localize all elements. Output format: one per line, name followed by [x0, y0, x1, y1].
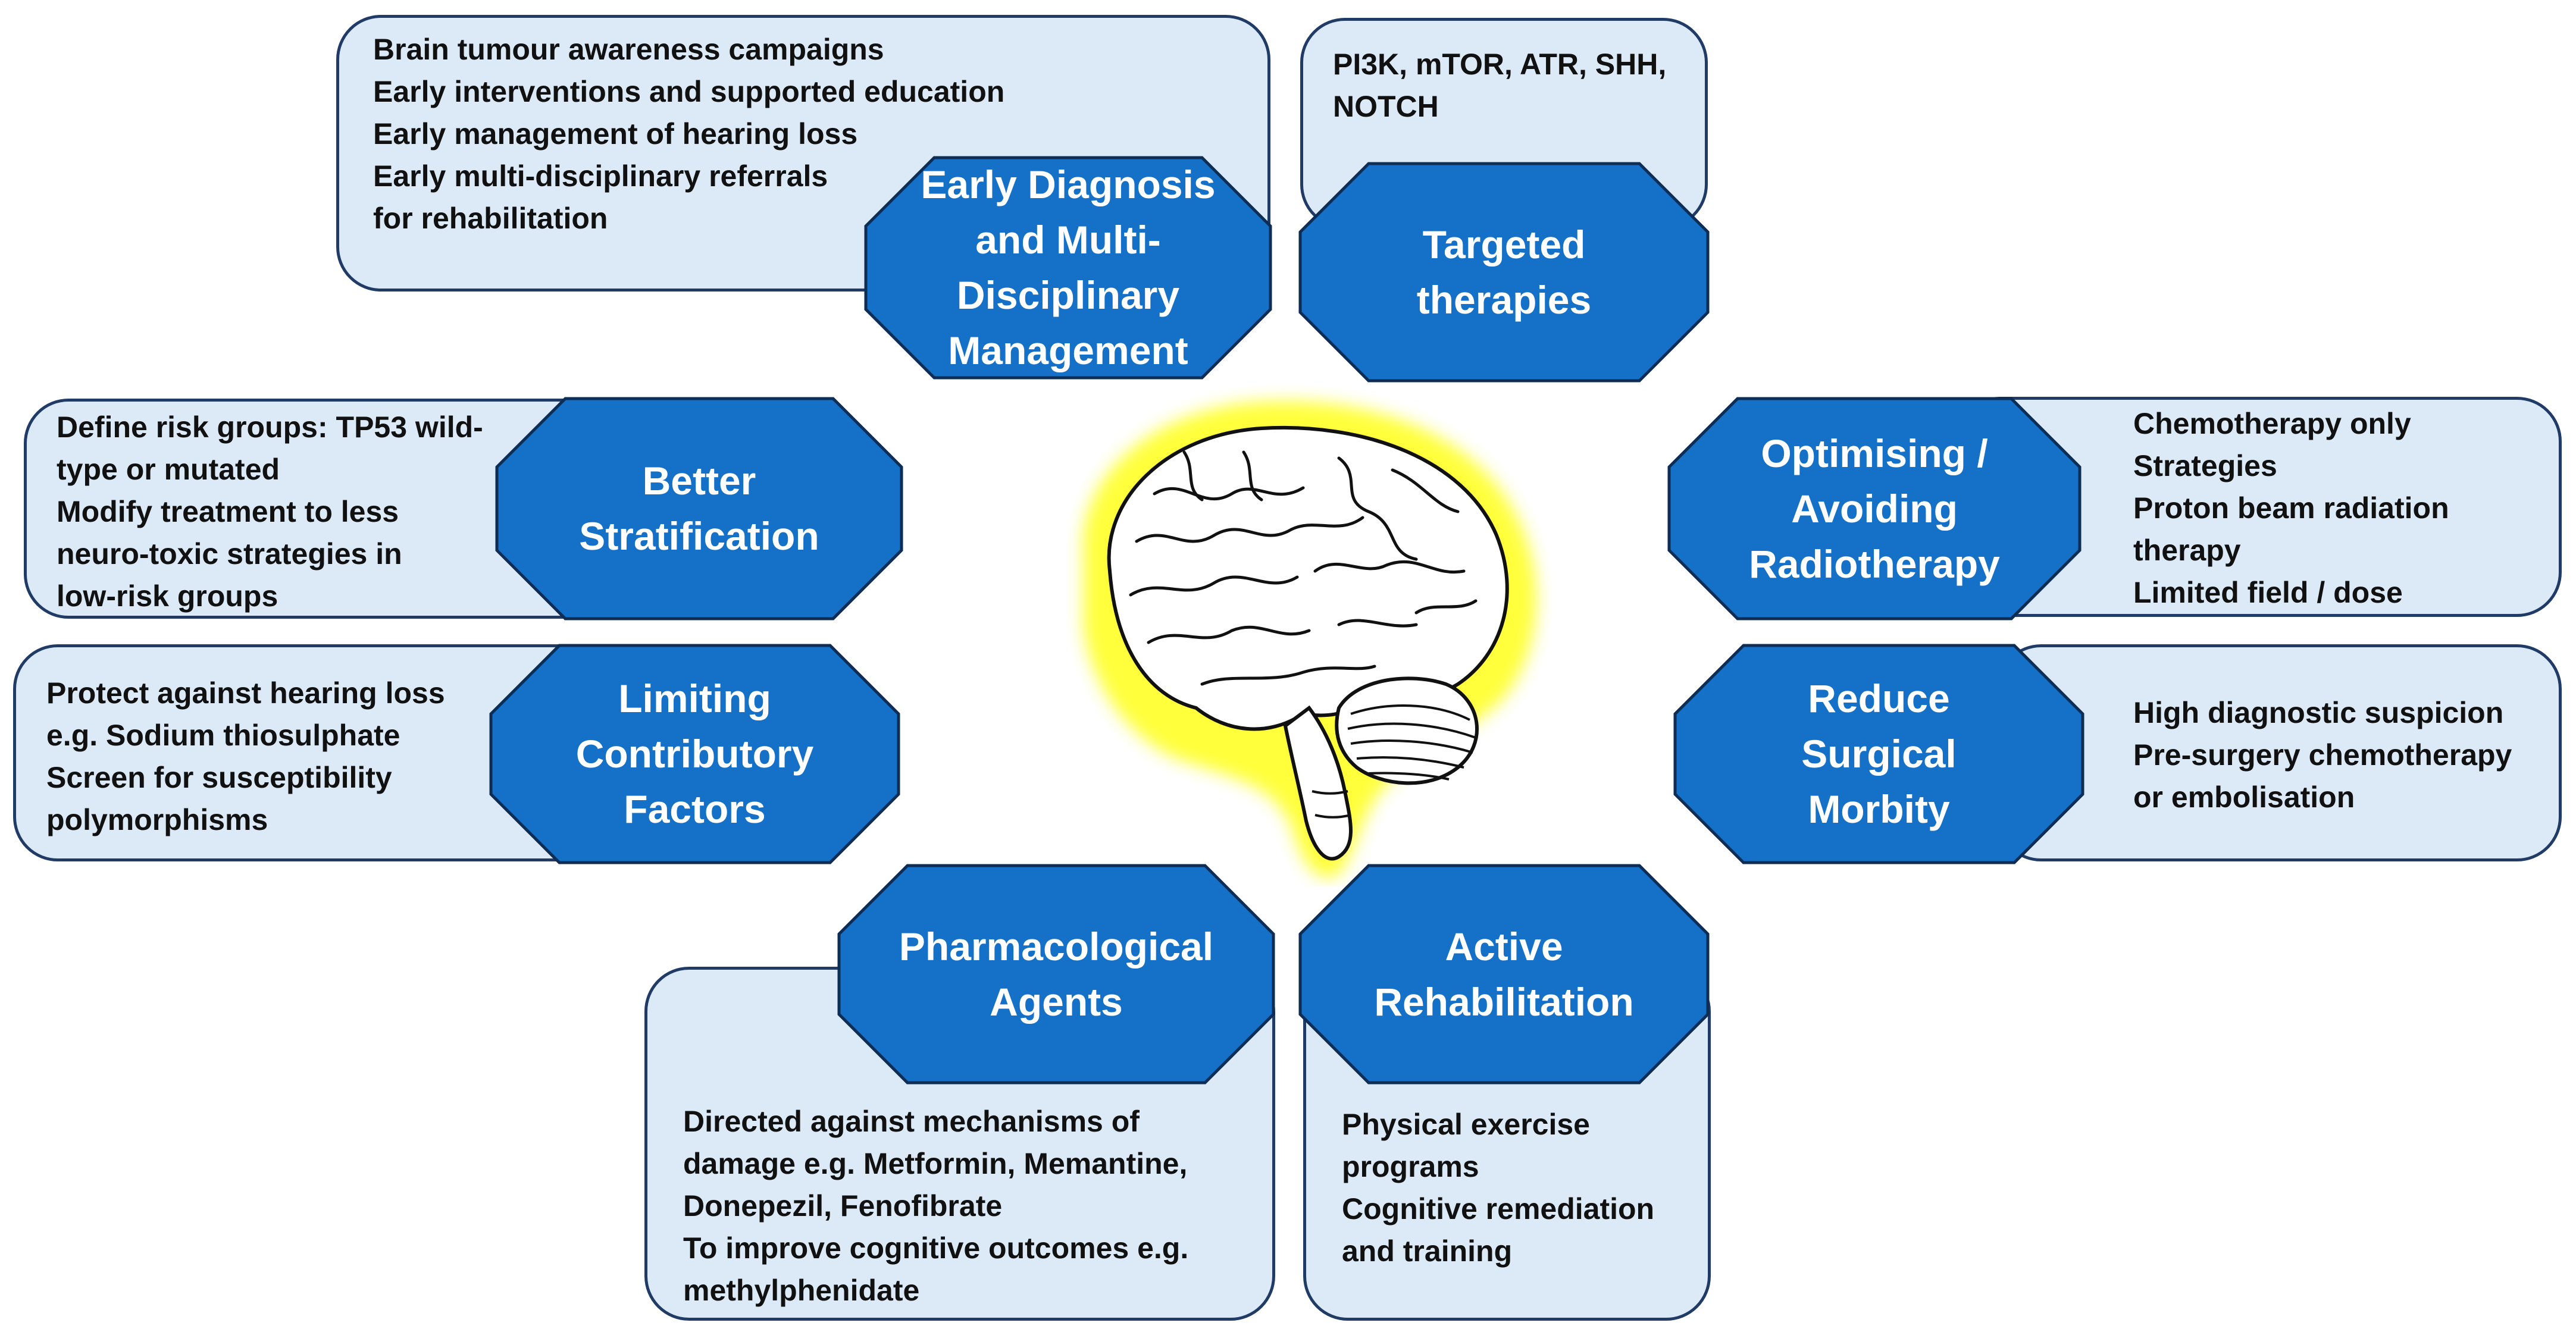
contributory-details-list-line-4: polymorphisms	[46, 803, 268, 836]
radiotherapy-details-list-line-3: Proton beam radiation	[2133, 491, 2449, 525]
surgical-title-line-1: Reduce	[1808, 676, 1950, 720]
pharma-details-list-line-5: methylphenidate	[683, 1274, 920, 1307]
stratification-title-line-2: Stratification	[579, 514, 819, 558]
radiotherapy-details-list-line-4: therapy	[2133, 534, 2241, 567]
stratification-details-list-line-4: neuro-toxic strategies in	[57, 537, 402, 571]
targeted-octagon	[1298, 162, 1710, 383]
contributory-details-list: Protect against hearing loss e.g. Sodium …	[46, 672, 445, 841]
early-title-line-4: Management	[948, 328, 1188, 372]
early-title-line-1: Early Diagnosis	[921, 162, 1216, 206]
targeted-title-line-1: Targeted	[1422, 222, 1586, 267]
rehab-details-list-line-1: Physical exercise	[1342, 1108, 1590, 1141]
contributory-octagon	[489, 644, 900, 864]
stratification-details-list: Define risk groups: TP53 wild-type or mu…	[57, 406, 483, 618]
early-details-list-line-2: Early interventions and supported educat…	[373, 75, 1005, 108]
surgical-title-line-2: Surgical	[1801, 732, 1957, 776]
surgical-details-list-line-2: Pre-surgery chemotherapy	[2133, 738, 2512, 772]
surgical-octagon	[1673, 644, 2084, 864]
rehab-details-list-line-3: Cognitive remediation	[1342, 1192, 1655, 1226]
early-title-line-2: and Multi-	[975, 218, 1161, 262]
early-details-list-line-5: for rehabilitation	[373, 202, 608, 235]
stratification-details-list-line-2: type or mutated	[57, 453, 280, 486]
contributory-details-list-line-2: e.g. Sodium thiosulphate	[46, 719, 400, 752]
rehab-title-line-1: Active	[1445, 924, 1563, 969]
targeted-title: Targeted therapies	[1300, 164, 1708, 381]
surgical-details-list-line-1: High diagnostic suspicion	[2133, 696, 2504, 729]
surgical-details-list-line-3: or embolisation	[2133, 781, 2355, 814]
contributory-details-list-line-3: Screen for susceptibility	[46, 761, 392, 794]
radiotherapy-details-list-line-5: Limited field / dose	[2133, 576, 2403, 609]
stratification-details-list-line-1: Define risk groups: TP53 wild-	[57, 410, 483, 444]
targeted-details-list: PI3K, mTOR, ATR, SHH, NOTCH	[1333, 43, 1666, 128]
targeted-details-list-line-1: PI3K, mTOR, ATR, SHH,	[1333, 48, 1667, 81]
early-octagon	[864, 156, 1272, 380]
rehab-details-list-line-2: programs	[1342, 1150, 1479, 1183]
radiotherapy-title-line-1: Optimising /	[1761, 431, 1988, 475]
pharma-details-list-line-3: Donepezil, Fenofibrate	[683, 1189, 1003, 1223]
cerebrum	[1107, 425, 1509, 731]
rehab-details-list-line-4: and training	[1342, 1234, 1513, 1268]
brainstem	[1283, 705, 1353, 861]
early-title-line-3: Disciplinary	[956, 273, 1180, 317]
contributory-title-line-2: Contributory	[575, 732, 814, 776]
pharma-octagon	[837, 864, 1275, 1085]
stratification-title-line-1: Better	[642, 459, 756, 503]
pharma-details-list-line-4: To improve cognitive outcomes e.g.	[683, 1231, 1189, 1265]
targeted-details-list-line-2: NOTCH	[1333, 90, 1439, 123]
pharma-title-line-1: Pharmacological	[899, 924, 1214, 969]
rehab-title-line-2: Rehabilitation	[1374, 979, 1634, 1024]
pharma-details-list-line-2: damage e.g. Metformin, Memantine,	[683, 1147, 1188, 1180]
stratification-details-list-line-3: Modify treatment to less	[57, 495, 399, 528]
pharma-title-line-2: Agents	[990, 979, 1123, 1024]
radiotherapy-title-line-3: Radiotherapy	[1749, 541, 2000, 586]
pharma-details-list-line-1: Directed against mechanisms of	[683, 1105, 1140, 1138]
contributory-title-line-1: Limiting	[618, 676, 771, 720]
stratification-octagon	[495, 397, 903, 620]
radiotherapy-details-list-line-1: Chemotherapy only	[2133, 407, 2411, 440]
node-targeted-therapies: Targeted therapies	[1298, 162, 1710, 383]
brain-icon	[1082, 400, 1537, 879]
early-details-list-line-4: Early multi-disciplinary referrals	[373, 159, 828, 193]
targeted-title-line-2: therapies	[1416, 277, 1592, 322]
stratification-details-list-line-5: low-risk groups	[57, 579, 278, 613]
early-details-list-line-1: Brain tumour awareness campaigns	[373, 33, 884, 66]
rehab-octagon	[1298, 864, 1710, 1085]
surgical-title-line-3: Morbity	[1808, 787, 1950, 831]
early-details-list-line-3: Early management of hearing loss	[373, 117, 858, 151]
radiotherapy-octagon	[1667, 397, 2082, 620]
radiotherapy-details-list-line-2: Strategies	[2133, 449, 2277, 482]
contributory-title-line-3: Factors	[624, 787, 766, 831]
pharma-details-list: Directed against mechanisms of damage e.g…	[683, 1101, 1188, 1312]
contributory-details-list-line-1: Protect against hearing loss	[46, 676, 445, 710]
radiotherapy-title-line-2: Avoiding	[1791, 486, 1958, 531]
